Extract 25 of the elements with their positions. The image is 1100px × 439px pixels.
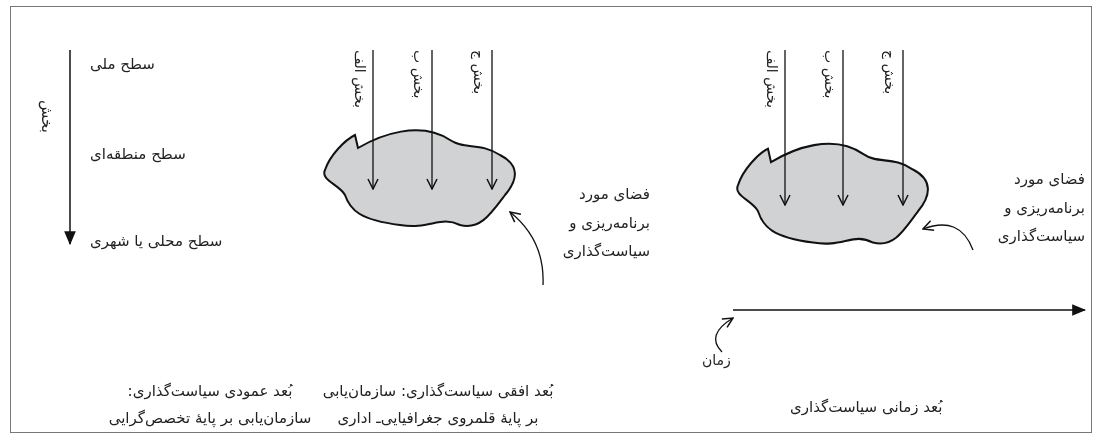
caption: بُعد عمودی سیاست‌گذاری: سازمان‌یابی بر پایهٔ تخصص‌گرایی [107, 381, 313, 429]
level-label: سطح محلی یا شهری [90, 232, 223, 250]
axis-label: بخش [38, 100, 56, 133]
leader-line [509, 211, 544, 286]
level-label: سطح ملی [90, 55, 155, 73]
level-label: سطح منطقه‌ای [90, 145, 186, 163]
section-label: بخش ج [471, 50, 487, 95]
arrow [897, 49, 909, 206]
caption: بُعد زمانی سیاست‌گذاری [790, 398, 943, 416]
section-label: بخش ب [822, 50, 838, 99]
arrow [426, 49, 438, 190]
section-label: بخش الف [352, 50, 368, 108]
leader-line [715, 317, 734, 353]
caption: بُعد افقی سیاست‌گذاری: سازمان‌یابی بر پایهٔ قلمروی جغرافیایی‌ـ اداری [321, 381, 555, 430]
arrow [837, 49, 849, 206]
section-label: بخش ب [411, 50, 427, 99]
arrow [779, 49, 791, 206]
leader-line [922, 220, 974, 251]
arrow [367, 49, 379, 190]
arrow [486, 49, 498, 190]
area-caption: فضای مورد برنامه‌ریزی و سیاست‌گذاری [975, 165, 1085, 251]
section-label: بخش ج [882, 50, 898, 95]
section-label: بخش الف [764, 50, 780, 108]
time-label: زمان [702, 352, 731, 368]
area-caption: فضای مورد برنامه‌ریزی و سیاست‌گذاری [545, 180, 650, 266]
